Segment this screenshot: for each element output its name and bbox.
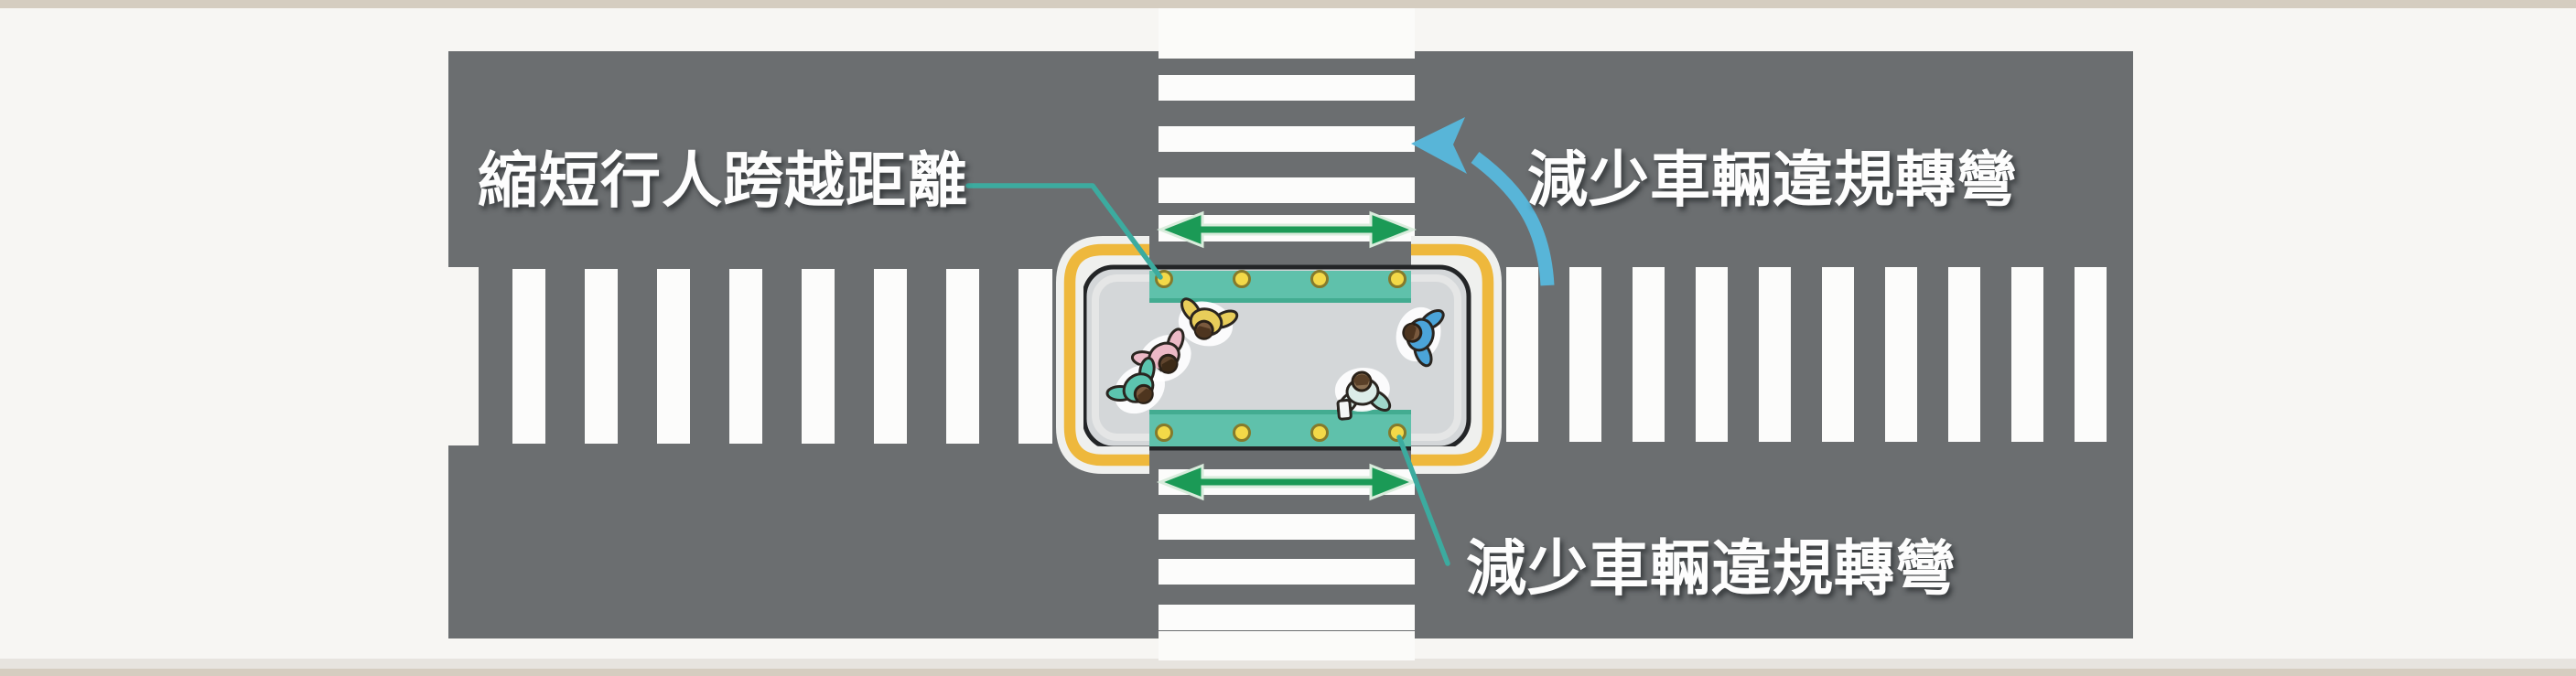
landing-pad-bottom [1149,410,1411,446]
pedestrian-pale [1334,367,1392,421]
two-way-green-arrow-icon-top [1156,210,1417,249]
bottom-frame-light-bar [0,659,2576,669]
flex-post-bracket-left [1056,236,1149,474]
flex-post-bracket-right [1411,236,1502,474]
label-reduce-illegal-turns-bottom: 減少車輛違規轉彎 [1466,534,1956,602]
pedestrian-teal [1105,356,1165,414]
left-curb-notch [448,267,479,445]
label-shorten-crossing-distance: 縮短行人跨越距離 [478,146,968,214]
callout-line-left [965,183,1163,280]
top-curb-notch [1159,51,1415,59]
pedestrian-blue [1396,306,1445,368]
crosswalk-west [512,269,1052,444]
label-reduce-illegal-turns-top: 減少車輛違規轉彎 [1527,145,2018,213]
bottom-curb-notch [1159,631,1415,638]
landing-pad-top [1149,271,1411,303]
callout-line-bottom [1396,435,1450,566]
island-buffer-mask-bottom [1149,447,1411,469]
top-frame-bar [0,0,2576,8]
two-way-green-arrow-icon-bottom [1156,463,1417,501]
stud-dots [1155,270,1407,442]
pedestrian-yellow [1178,297,1239,347]
blue-curved-turn-arrow-icon [1411,117,1555,286]
island-buffer-mask-top [1149,246,1411,268]
vertical-street-top-pavement [1159,8,1415,59]
crosswalk-east [1506,267,2107,442]
bottom-frame-bar [0,669,2576,676]
shoulder-bag [1336,399,1353,421]
